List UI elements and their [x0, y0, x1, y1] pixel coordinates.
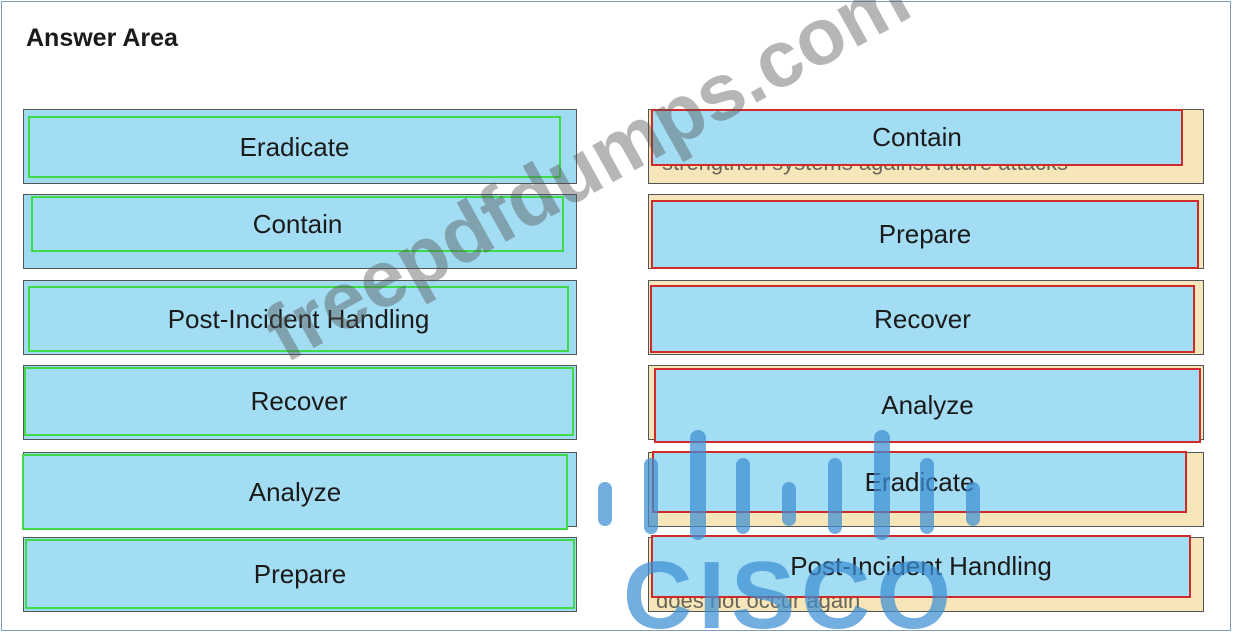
- answer-post-incident-handling[interactable]: Post-Incident Handling: [651, 535, 1191, 598]
- answer-eradicate[interactable]: Eradicate: [652, 451, 1187, 513]
- answer-prepare[interactable]: Prepare: [651, 200, 1199, 269]
- option-eradicate[interactable]: Eradicate: [28, 116, 561, 178]
- option-prepare[interactable]: Prepare: [25, 539, 575, 609]
- answer-contain[interactable]: Contain: [651, 109, 1183, 166]
- option-contain[interactable]: Contain: [31, 196, 564, 252]
- option-recover[interactable]: Recover: [24, 367, 574, 436]
- answer-recover[interactable]: Recover: [650, 285, 1195, 353]
- option-analyze[interactable]: Analyze: [22, 454, 568, 530]
- answer-area-title: Answer Area: [26, 24, 178, 52]
- answer-analyze[interactable]: Analyze: [654, 368, 1201, 443]
- option-post-incident-handling[interactable]: Post-Incident Handling: [28, 286, 569, 352]
